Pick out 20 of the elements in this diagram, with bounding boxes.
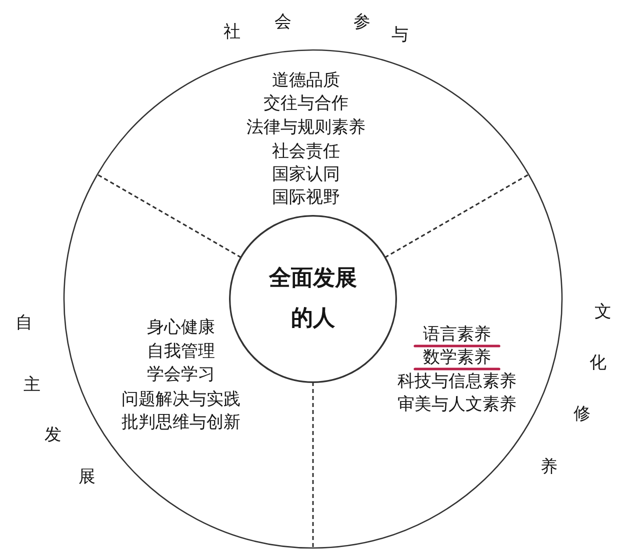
item-label: 国家认同 — [272, 164, 340, 186]
item-label: 社会责任 — [272, 142, 340, 162]
sector-heading: 社会参与 — [224, 12, 408, 45]
item-label: 交往与合作 — [264, 94, 348, 114]
item-label: 数学素养 — [423, 348, 491, 368]
item-label: 国际视野 — [272, 188, 340, 208]
item-label: 问题解决与实践 — [122, 390, 240, 410]
center-label: 全面发展的人 — [268, 264, 358, 333]
center-circle — [229, 215, 397, 383]
sector-heading: 自主发展 — [16, 313, 96, 487]
item-label: 审美与人文素养 — [398, 394, 516, 416]
item-label: 科技与信息素养 — [398, 372, 516, 392]
item-label: 语言素养 — [423, 324, 491, 346]
item-label: 法律与规则素养 — [246, 118, 366, 138]
item-label: 自我管理 — [147, 342, 215, 362]
item-label: 身心健康 — [147, 318, 215, 338]
item-label: 学会学习 — [147, 364, 215, 386]
item-label: 批判思维与创新 — [122, 412, 240, 434]
sector-heading: 文化修养 — [540, 302, 612, 477]
item-label: 道德品质 — [272, 70, 340, 92]
